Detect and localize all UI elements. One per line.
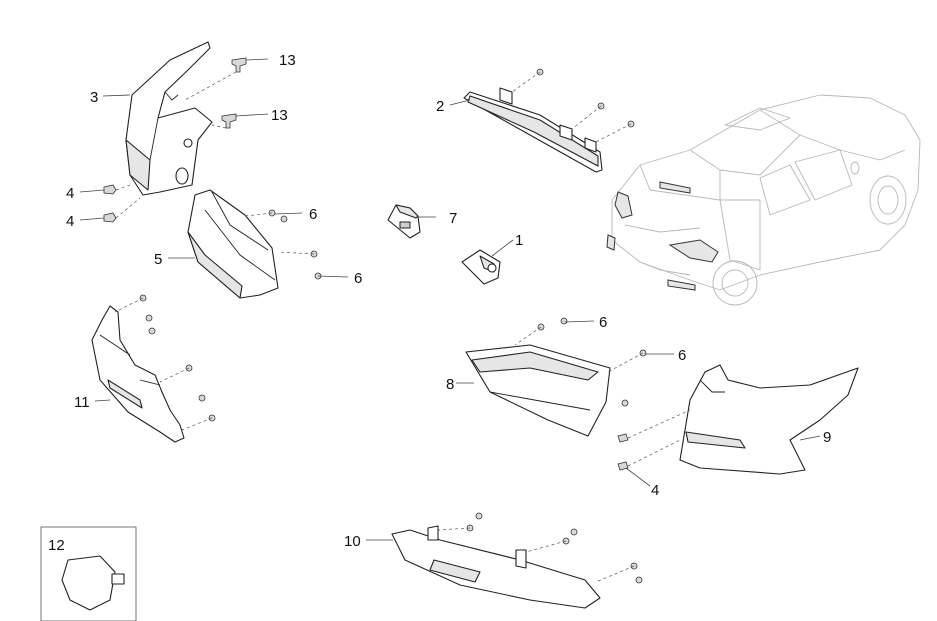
vehicle-overview [606,94,921,306]
callout-9: 9 [823,429,831,446]
part-9-outer-tail-lamp[interactable] [617,364,859,475]
part-2-high-mounted-brake-lamp[interactable] [463,68,635,173]
part-7-bulb-holder[interactable] [387,204,421,239]
part-8-inner-tail-lamp[interactable] [465,317,647,437]
callout-6-lower-left: 6 [354,270,362,287]
callout-3: 3 [90,89,98,106]
callout-6-upper-right: 6 [599,314,607,331]
callout-12: 12 [48,537,65,554]
callout-13-upper: 13 [279,52,296,69]
part-3-inner-housing[interactable] [125,41,213,196]
callout-2: 2 [436,98,444,115]
part-1-licence-plate-lamp[interactable] [461,249,501,285]
callout-11: 11 [74,394,90,411]
part-12-inset-cover[interactable] [40,526,137,621]
callout-numbers: 13 13 3 4 4 5 6 6 2 7 1 11 6 6 8 9 4 10 … [48,52,831,554]
part-6-screws-upper-left[interactable] [244,209,322,280]
callout-4-right: 4 [651,482,659,499]
callout-13-lower: 13 [271,107,288,124]
part-11-left-reflector[interactable] [91,294,216,443]
callout-6-lower-right: 6 [678,347,686,364]
callout-6-upper-left: 6 [309,206,317,223]
part-10-rear-reflector[interactable] [391,512,643,609]
leader-lines [79,58,821,541]
callout-1: 1 [515,232,523,249]
callout-10: 10 [344,533,361,550]
callout-8: 8 [446,376,454,393]
callout-5: 5 [154,251,162,268]
callout-4-lower-left: 4 [66,213,74,230]
callout-4-upper-left: 4 [66,185,74,202]
callout-7: 7 [449,210,457,227]
part-4-screws-left[interactable] [103,184,141,223]
part-5-lamp-lens[interactable] [187,189,279,299]
